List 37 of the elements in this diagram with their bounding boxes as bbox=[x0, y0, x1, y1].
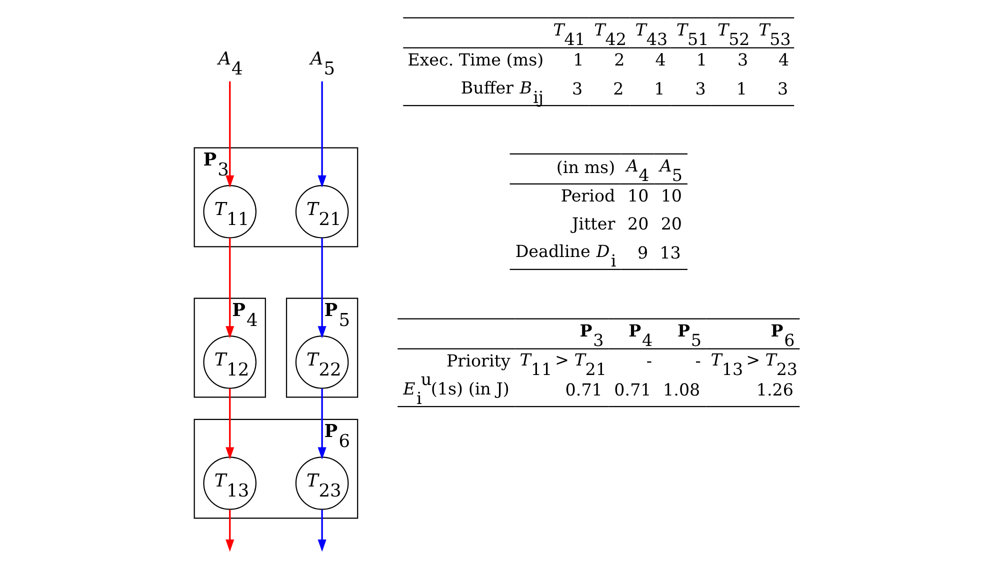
arrow bbox=[317, 81, 326, 188]
label: 20 bbox=[660, 214, 682, 234]
label: Exec. Time (ms) bbox=[407, 50, 544, 70]
label: 4 bbox=[654, 50, 666, 70]
arrow bbox=[225, 388, 234, 460]
label: 3 bbox=[736, 50, 748, 70]
label: 1 bbox=[654, 80, 664, 98]
label: 2 bbox=[612, 80, 624, 98]
label: 10 bbox=[627, 186, 648, 206]
label: 3 bbox=[694, 80, 706, 98]
arrow bbox=[317, 510, 326, 552]
label: - bbox=[694, 352, 700, 371]
label: 3 bbox=[571, 80, 582, 98]
label: 1.26 bbox=[756, 380, 793, 400]
label: 20 bbox=[627, 214, 648, 234]
label: 1.08 bbox=[662, 380, 700, 400]
label: Priority bbox=[446, 352, 510, 371]
arrow bbox=[225, 81, 234, 188]
arrow bbox=[225, 238, 234, 338]
label: 3 bbox=[776, 80, 788, 98]
label: Period bbox=[560, 186, 615, 206]
label: 0.71 bbox=[614, 380, 651, 400]
label: - bbox=[646, 352, 652, 371]
label: 1 bbox=[696, 50, 706, 70]
label: 10 bbox=[660, 186, 682, 206]
label: 2 bbox=[614, 50, 624, 70]
label: 1 bbox=[736, 80, 746, 98]
label: 4 bbox=[778, 50, 789, 70]
arrow bbox=[317, 238, 326, 338]
arrow bbox=[225, 510, 234, 552]
label: (in ms) bbox=[556, 158, 615, 177]
label: Jitter bbox=[571, 214, 615, 234]
label: 9 bbox=[637, 243, 648, 262]
arrow bbox=[317, 388, 326, 460]
label: 13 bbox=[659, 243, 680, 262]
label: 0.71 bbox=[564, 380, 602, 400]
label: 1 bbox=[572, 50, 584, 70]
